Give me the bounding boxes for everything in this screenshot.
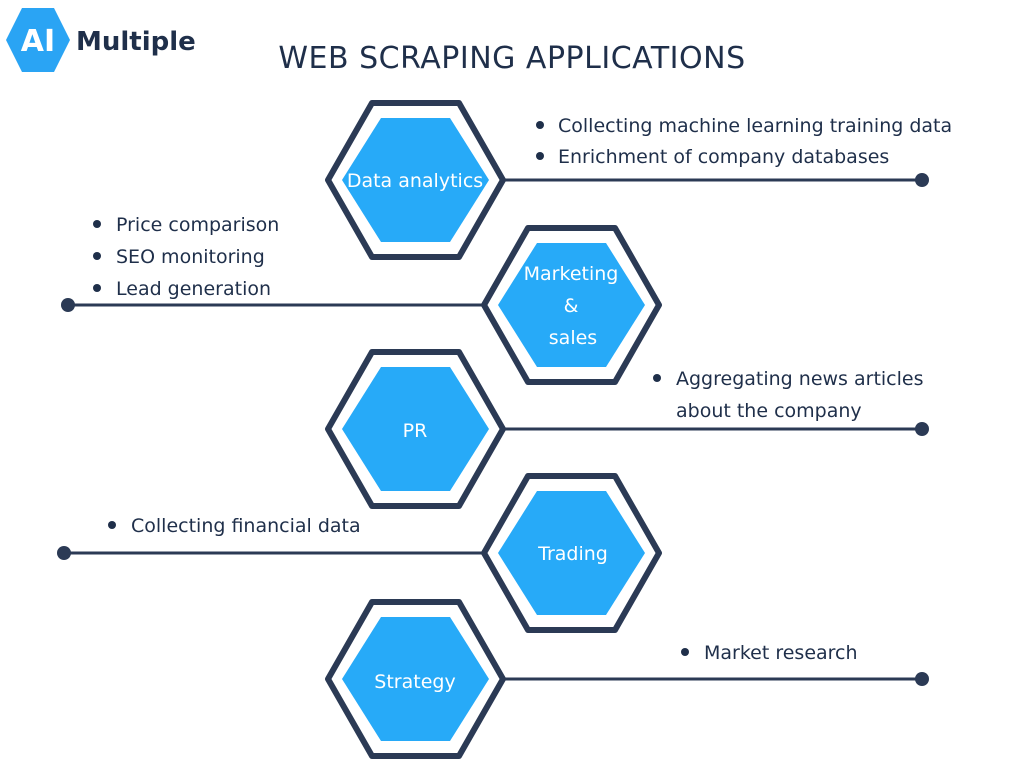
bullets-strategy: Market research: [681, 642, 858, 664]
bullets-pr: Aggregating news articles about the compa…: [653, 368, 923, 422]
connectors: [57, 173, 929, 686]
bullet-text: Aggregating news articles about the compa…: [676, 368, 923, 422]
hexagon-fill: [342, 118, 489, 242]
logo-wordmark: Multiple: [76, 27, 196, 57]
bullets-data-analytics: Collecting machine learning training dat…: [536, 115, 952, 168]
bullet-dot: [536, 152, 544, 160]
bullet-dot: [536, 121, 544, 129]
bullet-text-line: about the company: [676, 400, 862, 422]
bullet-text: Market research: [704, 642, 858, 664]
node-marketing-sales: Marketing & sales: [481, 225, 662, 385]
logo: AI Multiple: [6, 8, 196, 72]
bullet-dot: [93, 220, 101, 228]
connector-marketing-sales-end-dot: [61, 298, 75, 312]
bullet-dot: [681, 648, 689, 656]
logo-mark-hexagon: [6, 8, 70, 72]
connector-data-analytics-end-dot: [915, 173, 929, 187]
bullets-marketing-sales: Price comparison SEO monitoring Lead gen…: [93, 214, 279, 300]
hexagon-label: Data analytics: [347, 170, 483, 192]
bullet-text: Collecting machine learning training dat…: [558, 115, 952, 137]
node-pr: PR: [325, 349, 506, 509]
bullet-text: Price comparison: [116, 214, 279, 236]
node-strategy: Strategy: [325, 599, 506, 759]
hexagon-fill: [342, 617, 489, 741]
bullet-dot: [93, 284, 101, 292]
bullet-text: Lead generation: [116, 278, 271, 300]
hexagon-fill: [498, 491, 645, 615]
bullet-text: Enrichment of company databases: [558, 146, 889, 168]
connector-strategy-end-dot: [915, 672, 929, 686]
logo-mark-text: AI: [21, 24, 55, 59]
bullet-text: SEO monitoring: [116, 246, 265, 268]
hexagon-label: Strategy: [374, 671, 455, 693]
node-trading: Trading: [481, 473, 662, 633]
bullet-text: Collecting financial data: [131, 515, 361, 537]
node-data-analytics: Data analytics: [325, 100, 506, 260]
hexagon-label-line-1: Marketing: [524, 263, 619, 285]
hexagon-label: Trading: [537, 543, 608, 565]
bullet-dot: [653, 374, 661, 382]
bullet-dot: [108, 521, 116, 529]
hexagon-label-line-2: &: [564, 295, 579, 317]
hexagon-label-line-3: sales: [549, 327, 597, 349]
connector-pr-end-dot: [915, 422, 929, 436]
hexagon-fill: [342, 367, 489, 491]
bullets-trading: Collecting financial data: [108, 515, 361, 537]
diagram-title: WEB SCRAPING APPLICATIONS: [278, 41, 745, 76]
bullet-text-line: Aggregating news articles: [676, 368, 923, 390]
hexagon-label: PR: [403, 420, 428, 442]
bullet-dot: [93, 252, 101, 260]
connector-trading-end-dot: [57, 546, 71, 560]
hexagon-fill: [498, 243, 645, 367]
